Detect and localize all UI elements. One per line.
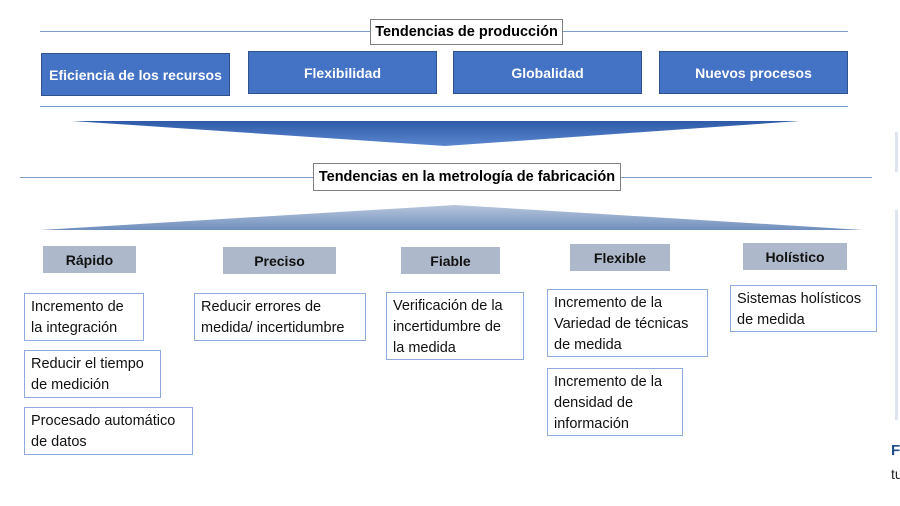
production-title: Tendencias de producción [370, 19, 563, 45]
trend-new-processes: Nuevos procesos [659, 51, 848, 94]
item-holistic-systems-text: Sistemas holísticos de medida [737, 291, 862, 328]
item-technique-variety: Incremento de la Variedad de técnicas de… [547, 289, 708, 357]
item-information-density: Incremento de la densidad de información [547, 368, 683, 436]
trend-flexibility: Flexibilidad [248, 51, 437, 94]
item-measurement-time-text: Reducir el tiempo de medición [31, 356, 144, 393]
category-preciso: Preciso [223, 247, 336, 274]
item-holistic-systems: Sistemas holísticos de medida [730, 285, 877, 332]
edge-caption-letter: F [891, 442, 900, 459]
item-uncertainty-verification: Verificación de la incertidumbre de la m… [386, 292, 524, 360]
item-technique-variety-text: Incremento de la Variedad de técnicas de… [554, 295, 689, 353]
item-uncertainty-verification-text: Verificación de la incertidumbre de la m… [393, 298, 503, 356]
item-reduce-errors-text: Reducir errores de medida/ incertidumbre [201, 299, 345, 336]
category-fiable: Fiable [401, 247, 500, 274]
edge-divider-top [895, 132, 898, 172]
production-bottom-line [40, 106, 848, 107]
item-integration: Incremento de la integración [24, 293, 144, 341]
item-reduce-errors: Reducir errores de medida/ incertidumbre [194, 293, 366, 341]
item-automatic-processing-text: Procesado automático de datos [31, 413, 176, 450]
item-measurement-time: Reducir el tiempo de medición [24, 350, 161, 398]
funnel-up-shape [40, 205, 863, 230]
metrology-title: Tendencias en la metrología de fabricaci… [313, 163, 621, 191]
item-automatic-processing: Procesado automático de datos [24, 407, 193, 455]
edge-divider-bottom [895, 210, 898, 420]
category-flexible: Flexible [570, 244, 670, 271]
trend-resource-efficiency: Eficiencia de los recursos [41, 53, 230, 96]
category-holistico: Holístico [743, 243, 847, 270]
trend-globality: Globalidad [453, 51, 642, 94]
funnel-down-shape [72, 121, 800, 146]
item-integration-text: Incremento de la integración [31, 299, 124, 336]
edge-caption-text: tu [891, 466, 900, 482]
item-information-density-text: Incremento de la densidad de información [554, 374, 663, 432]
category-rapido: Rápido [43, 246, 136, 273]
